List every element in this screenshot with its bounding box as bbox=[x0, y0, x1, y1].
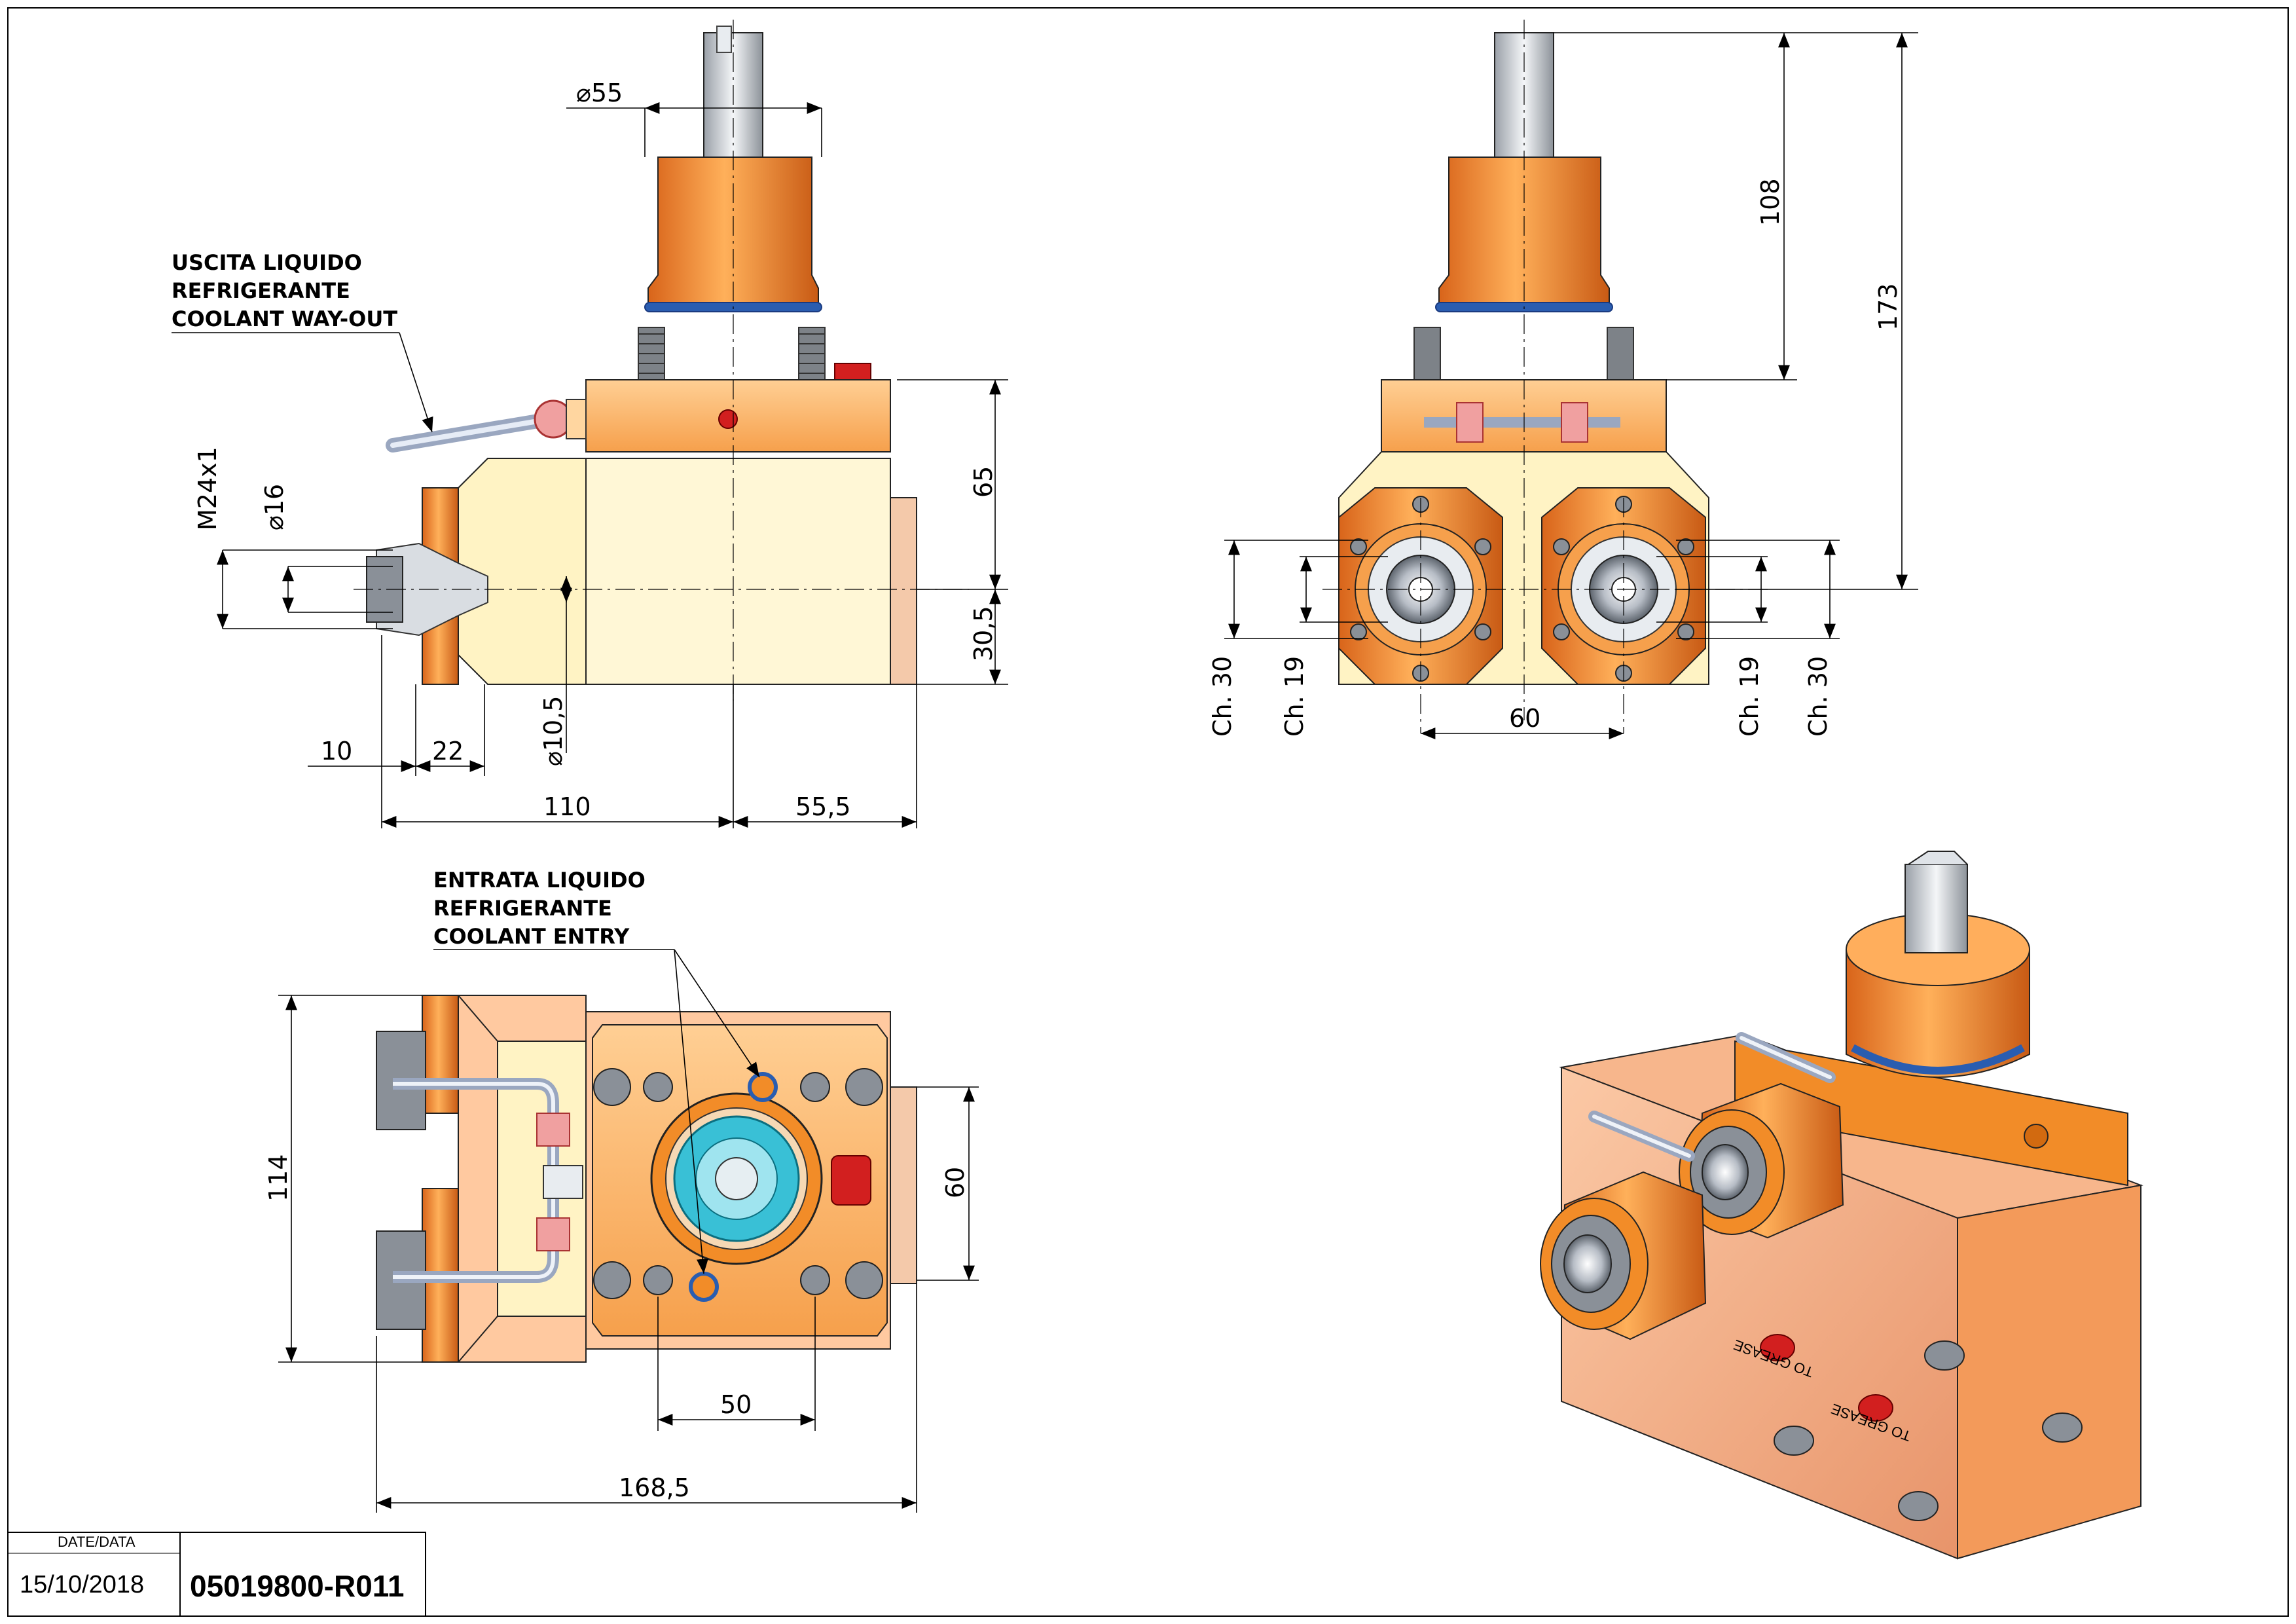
dim-spacing-60: 60 bbox=[1509, 704, 1540, 733]
dim-diameter-10-5: ⌀10,5 bbox=[539, 696, 568, 767]
iso-head-upper bbox=[1679, 1082, 1844, 1239]
title-block: DATE/DATA 15/10/2018 05019800-R011 bbox=[7, 1532, 426, 1617]
dim-10: 10 bbox=[321, 737, 352, 766]
iso-grease-plug-1 bbox=[1760, 1334, 1795, 1361]
dim-173: 173 bbox=[1874, 283, 1903, 331]
label-coolant-out-2: REFRIGERANTE bbox=[172, 278, 350, 303]
sheet-border bbox=[7, 7, 2289, 1617]
front-top-block bbox=[585, 379, 891, 452]
top-view: 114 60 50 168,5 ENTRATA LIQUIDO REFRIGER… bbox=[264, 868, 979, 1513]
dim-22: 22 bbox=[432, 737, 464, 766]
side-view: 108 173 Ch. 30 Ch. 19 Ch. 19 Ch. 30 60 bbox=[1208, 20, 1918, 739]
top-flange-upper bbox=[422, 995, 459, 1114]
dim-114: 114 bbox=[264, 1154, 293, 1202]
front-view: ⌀55 65 30,5 M24x1 ⌀16 ⌀10,5 10 22 110 5 bbox=[172, 20, 1008, 828]
label-coolant-out-3: COOLANT WAY-OUT bbox=[172, 306, 397, 331]
dim-ch19-right: Ch. 19 bbox=[1735, 656, 1764, 737]
iso-body-side bbox=[1957, 1184, 2141, 1560]
dim-thread-m24: M24x1 bbox=[193, 447, 222, 530]
dim-ch30-right: Ch. 30 bbox=[1804, 656, 1832, 737]
label-coolant-out-1: USCITA LIQUIDO bbox=[172, 250, 362, 275]
dim-ch19-left: Ch. 19 bbox=[1280, 656, 1309, 737]
dim-diameter-16: ⌀16 bbox=[260, 484, 289, 530]
iso-shaft bbox=[1904, 864, 1968, 953]
dim-ch30-left: Ch. 30 bbox=[1208, 656, 1237, 737]
dim-168-5: 168,5 bbox=[619, 1473, 690, 1502]
dim-55-5: 55,5 bbox=[795, 792, 851, 821]
dim-30-5: 30,5 bbox=[969, 606, 998, 661]
iso-head-lower bbox=[1540, 1171, 1707, 1340]
top-red-plug bbox=[831, 1155, 871, 1206]
label-coolant-in-3: COOLANT ENTRY bbox=[433, 924, 630, 949]
dim-pitch-50: 50 bbox=[720, 1390, 752, 1419]
iso-grease-plug-2 bbox=[1858, 1394, 1893, 1422]
dim-110: 110 bbox=[543, 792, 591, 821]
top-bolts bbox=[593, 1068, 883, 1299]
title-date-label: DATE/DATA bbox=[58, 1534, 136, 1550]
dim-pitch-60: 60 bbox=[941, 1167, 970, 1198]
label-coolant-in-2: REFRIGERANTE bbox=[433, 896, 612, 921]
iso-view: TO GREASE TO GREASE bbox=[1540, 851, 2143, 1560]
dim-108: 108 bbox=[1756, 178, 1785, 226]
dim-diameter-55: ⌀55 bbox=[576, 79, 623, 107]
title-date: 15/10/2018 bbox=[20, 1571, 144, 1598]
title-code: 05019800-R011 bbox=[190, 1569, 404, 1603]
label-coolant-in-1: ENTRATA LIQUIDO bbox=[433, 868, 646, 893]
dim-65: 65 bbox=[969, 466, 998, 498]
